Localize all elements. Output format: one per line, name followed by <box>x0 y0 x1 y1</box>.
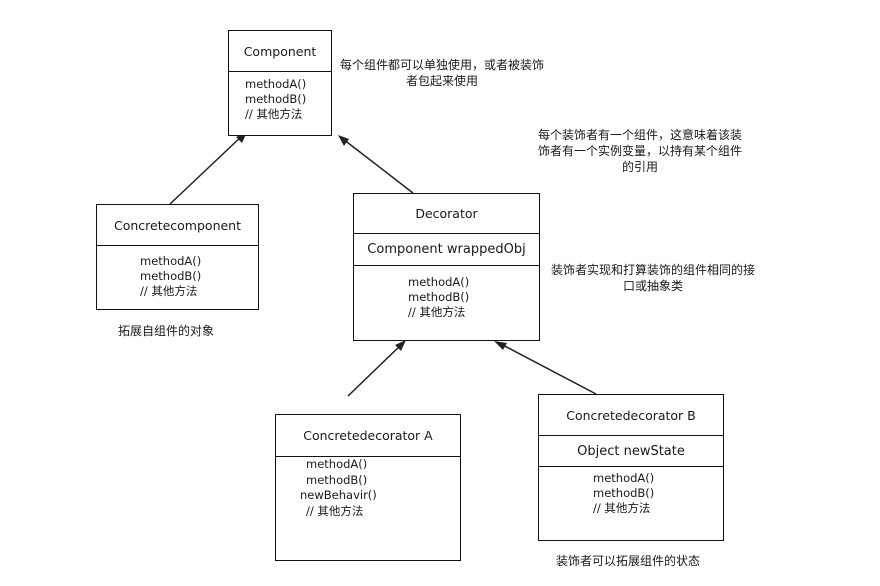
decorator-methods: methodA() methodB() // 其他方法 <box>354 266 539 320</box>
concretedecorator-b-class-box: Concretedecorator B Object newState meth… <box>538 394 724 541</box>
component-title: Component <box>229 31 331 72</box>
concretecomponent-methods: methodA() methodB() // 其他方法 <box>97 246 258 299</box>
decorator-field: Component wrappedObj <box>354 234 539 266</box>
arrow-concretecomponent-to-component <box>169 134 244 205</box>
note-same-interface: 装饰者实现和打算装饰的组件相同的接 口或抽象类 <box>551 262 755 294</box>
note-concretecomponent: 拓展自组件的对象 <box>118 324 215 338</box>
concretedecorator-b-method-b: methodB() <box>593 486 655 500</box>
concretedecorator-a-title: Concretedecorator A <box>276 415 460 457</box>
concretedecorator-b-title: Concretedecorator B <box>539 395 723 436</box>
component-method-other: // 其他方法 <box>245 107 303 121</box>
decorator-title: Decorator <box>354 194 539 234</box>
concretecomponent-method-b: methodB() <box>140 269 202 283</box>
arrow-decorator-a-to-decorator <box>347 343 403 397</box>
concretedecorator-b-method-other: // 其他方法 <box>593 501 651 515</box>
decorator-method-b: methodB() <box>408 290 470 304</box>
note-wrapped-component: 每个装饰者有一个组件，这意味着该装 饰者有一个实例变量，以持有某个组件 的引用 <box>538 127 742 175</box>
component-method-a: methodA() <box>245 77 307 91</box>
concretedecorator-a-class-box: Concretedecorator A methodA() methodB() … <box>275 414 461 561</box>
concretecomponent-method-other: // 其他方法 <box>140 284 198 298</box>
note-wrapped-component-line3: 的引用 <box>622 160 659 174</box>
decorator-method-a: methodA() <box>408 275 470 289</box>
concretedecorator-a-method-other: // 其他方法 <box>306 503 364 518</box>
concretedecorator-a-method-a: methodA() <box>306 457 368 471</box>
concretedecorator-a-method-new-behavior: newBehavir() <box>300 488 377 502</box>
concretecomponent-method-a: methodA() <box>140 254 202 268</box>
concretecomponent-class-box: Concretecomponent methodA() methodB() //… <box>96 204 259 310</box>
concretedecorator-b-field: Object newState <box>539 436 723 467</box>
concretecomponent-title: Concretecomponent <box>97 205 258 246</box>
component-method-b: methodB() <box>245 92 307 106</box>
arrowhead-decorator-to-component <box>338 135 349 146</box>
note-same-interface-line2: 口或抽象类 <box>623 279 684 293</box>
arrowhead-decorator-a-to-decorator <box>395 340 406 351</box>
decorator-method-other: // 其他方法 <box>408 305 466 319</box>
arrowhead-decorator-b-to-decorator <box>494 341 507 350</box>
concretedecorator-a-methods: methodA() methodB() newBehavir() // 其他方法 <box>276 457 460 519</box>
component-class-box: Component methodA() methodB() // 其他方法 <box>228 30 332 136</box>
concretedecorator-b-method-a: methodA() <box>593 471 655 485</box>
note-component-usage: 每个组件都可以单独使用，或者被装饰 者包起来使用 <box>340 57 544 89</box>
component-methods: methodA() methodB() // 其他方法 <box>229 72 331 122</box>
note-concretedecorator-b: 装饰者可以拓展组件的状态 <box>556 554 701 568</box>
note-wrapped-component-line2: 饰者有一个实例变量，以持有某个组件 <box>538 144 743 158</box>
note-component-usage-line1: 每个组件都可以单独使用，或者被装饰 <box>340 58 545 72</box>
decorator-class-box: Decorator Component wrappedObj methodA()… <box>353 193 540 341</box>
arrow-decorator-to-component <box>342 138 414 194</box>
concretedecorator-a-method-b: methodB() <box>306 472 368 487</box>
note-same-interface-line1: 装饰者实现和打算装饰的组件相同的接 <box>551 263 756 277</box>
note-wrapped-component-line1: 每个装饰者有一个组件，这意味着该装 <box>538 128 743 142</box>
arrow-decorator-b-to-decorator <box>498 342 597 395</box>
concretedecorator-b-methods: methodA() methodB() // 其他方法 <box>539 467 723 516</box>
note-component-usage-line2: 者包起来使用 <box>406 74 479 88</box>
